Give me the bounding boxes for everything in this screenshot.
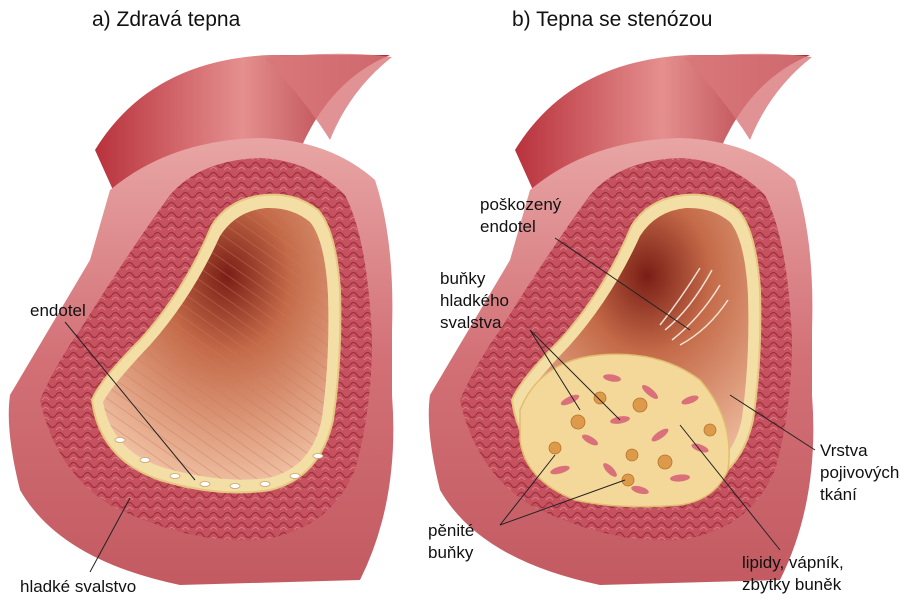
label-poskozeny-endotel: poškozený endotel xyxy=(480,194,561,238)
label-vrstva-pojivovych-tkani: Vrstva pojivových tkání xyxy=(820,440,899,506)
panel-a-title: a) Zdravá tepna xyxy=(92,8,240,32)
label-endotel: endotel xyxy=(30,300,86,322)
label-hladke-svalstvo: hladké svalstvo xyxy=(20,576,136,598)
label-penite-bunky: pěnité buňky xyxy=(428,520,474,564)
label-bunky-hladkeho-svalstva: buňky hladkého svalstva xyxy=(440,268,509,334)
panel-b-title: b) Tepna se stenózou xyxy=(512,8,712,32)
label-lipidy: lipidy, vápník, zbytky buněk xyxy=(742,552,844,596)
